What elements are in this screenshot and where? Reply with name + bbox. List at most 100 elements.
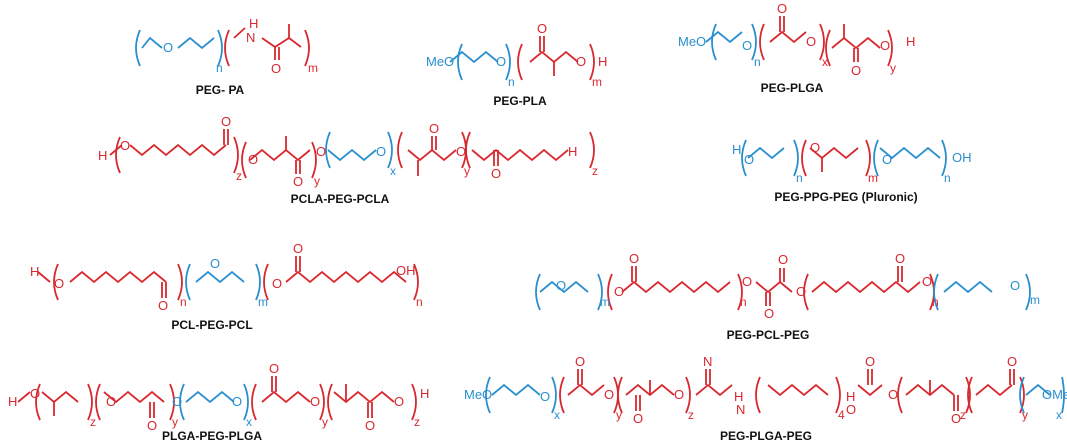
plga-atom-10: O: [394, 394, 404, 409]
pcla-atom-3: O: [221, 114, 231, 129]
peg-plga-peg-atom-14: O: [951, 411, 961, 426]
peg-plga-atom-5: O: [851, 63, 861, 78]
pcla-subscript-1: z: [236, 169, 242, 183]
peg-pla-subscript-1: n: [508, 75, 515, 89]
plga-atom-11: H: [420, 386, 429, 401]
peg-plga-peg-subscript-1: x: [554, 408, 560, 422]
pcla-subscript-3: x: [390, 164, 396, 178]
label-peg-pcl-peg: PEG-PCL-PEG: [726, 328, 810, 342]
peg-plga-peg-atom-16: OMe: [1042, 387, 1067, 402]
pluronic-atom-2: O: [744, 152, 754, 167]
pluronic-atom-4: O: [882, 152, 892, 167]
peg-plga-peg-atom-10: H: [846, 389, 855, 404]
peg-pcl-peg-atom-4: O: [742, 274, 752, 289]
label-pcla-peg-pcla: PCLA-PEG-PCLA: [290, 192, 390, 206]
peg-plga-peg-subscript-4: 4: [838, 408, 845, 422]
plga-peg-plga-bonds: [17, 376, 417, 421]
pcl-atom-4: O: [210, 256, 220, 271]
plga-atom-6: O: [232, 394, 242, 409]
plga-subscript-2: y: [172, 415, 178, 429]
pluronic-subscript-3: n: [944, 171, 951, 185]
plga-atom-1: H: [8, 394, 17, 409]
peg-pla-subscript-2: m: [592, 75, 602, 89]
pcl-peg-pcl-bonds: [37, 256, 419, 301]
peg-plga-subscript-3: y: [890, 61, 896, 75]
peg-plga-peg-atom-7: N: [703, 354, 712, 369]
peg-pla-bonds: [449, 36, 595, 81]
plga-atom-9: O: [365, 418, 375, 433]
peg-plga-peg-atom-1: MeO: [464, 387, 492, 402]
plga-subscript-5: z: [414, 415, 420, 429]
plga-atom-5: O: [172, 394, 182, 409]
pcla-atom-5: O: [293, 174, 303, 189]
peg-plga-atom-1: MeO: [678, 34, 706, 49]
pluronic-atom-3: O: [810, 140, 820, 155]
peg-pa-atom-3: H: [249, 16, 258, 31]
label-peg-plga-peg: PEG-PLGA-PEG: [719, 429, 813, 443]
peg-plga-atom-4: O: [806, 34, 816, 49]
peg-pcl-peg-subscript-1: m: [600, 295, 610, 309]
plga-atom-4: O: [147, 418, 157, 433]
pluronic-subscript-1: n: [796, 171, 803, 185]
pcla-peg-pcla-bonds: [109, 129, 595, 179]
peg-plga-peg-atom-9: N: [736, 402, 745, 417]
label-peg-pla: PEG-PLA: [493, 94, 547, 108]
peg-plga-peg-atom-2: O: [540, 389, 550, 404]
peg-pcl-peg-atom-9: O: [922, 274, 932, 289]
label-pluronic: PEG-PPG-PEG (Pluronic): [774, 190, 918, 204]
pluronic-bonds: [741, 139, 947, 177]
pcl-atom-7: OH: [396, 263, 416, 278]
peg-pla-atom-4: O: [576, 54, 586, 69]
peg-plga-bonds: [705, 16, 893, 67]
pcla-atom-7: O: [376, 144, 386, 159]
plga-atom-7: O: [269, 361, 279, 376]
peg-pa-atom-1: O: [163, 40, 173, 55]
peg-pcl-peg-atom-10: O: [1010, 278, 1020, 293]
plga-subscript-1: z: [90, 415, 96, 429]
peg-pcl-peg-bonds: [535, 266, 1031, 311]
pluronic-subscript-2: m: [868, 171, 878, 185]
peg-plga-atom-3: O: [777, 1, 787, 16]
plga-atom-3: O: [106, 394, 116, 409]
peg-plga-peg-atom-3: O: [575, 354, 585, 369]
peg-pla-atom-1: MeO: [426, 54, 454, 69]
peg-plga-peg-subscript-3: z: [688, 408, 694, 422]
label-plga-peg-plga: PLGA-PEG-PLGA: [161, 429, 263, 443]
peg-pcl-peg-atom-5: O: [764, 306, 774, 321]
peg-plga-atom-7: H: [906, 34, 915, 49]
pcl-atom-2: O: [54, 276, 64, 291]
peg-pla-atom-2: O: [496, 54, 506, 69]
pcla-subscript-4: y: [464, 164, 470, 178]
peg-plga-peg-subscript-5: z: [960, 408, 966, 422]
peg-pcl-peg-atom-7: O: [796, 284, 806, 299]
plga-atom-2: O: [30, 386, 40, 401]
pcl-subscript-2: m: [258, 295, 268, 309]
peg-pa-subscript-2: m: [308, 61, 318, 75]
peg-plga-peg-atom-13: O: [888, 387, 898, 402]
peg-pa-atom-2: N: [246, 30, 255, 45]
pcla-atom-6: O: [316, 144, 326, 159]
plga-atom-8: O: [310, 394, 320, 409]
pcla-subscript-5: z: [592, 164, 598, 178]
pluronic-atom-5: OH: [952, 150, 972, 165]
peg-pcl-peg-atom-6: O: [778, 252, 788, 267]
peg-pcl-peg-atom-1: O: [556, 278, 566, 293]
label-peg-plga: PEG-PLGA: [760, 81, 824, 95]
peg-plga-peg-atom-4: O: [604, 387, 614, 402]
peg-plga-peg-atom-6: O: [674, 387, 684, 402]
peg-pa-subscript-1: n: [216, 61, 223, 75]
peg-pcl-peg-subscript-4: m: [1030, 293, 1040, 307]
peg-pcl-peg-subscript-2: n: [740, 295, 747, 309]
pluronic-atom-1: H: [732, 142, 741, 157]
pcla-atom-9: O: [456, 144, 466, 159]
peg-plga-peg-atom-15: O: [1007, 354, 1017, 369]
peg-plga-peg-atom-5: O: [633, 411, 643, 426]
pcla-atom-8: O: [429, 121, 439, 136]
peg-plga-peg-bonds: [485, 369, 1065, 414]
